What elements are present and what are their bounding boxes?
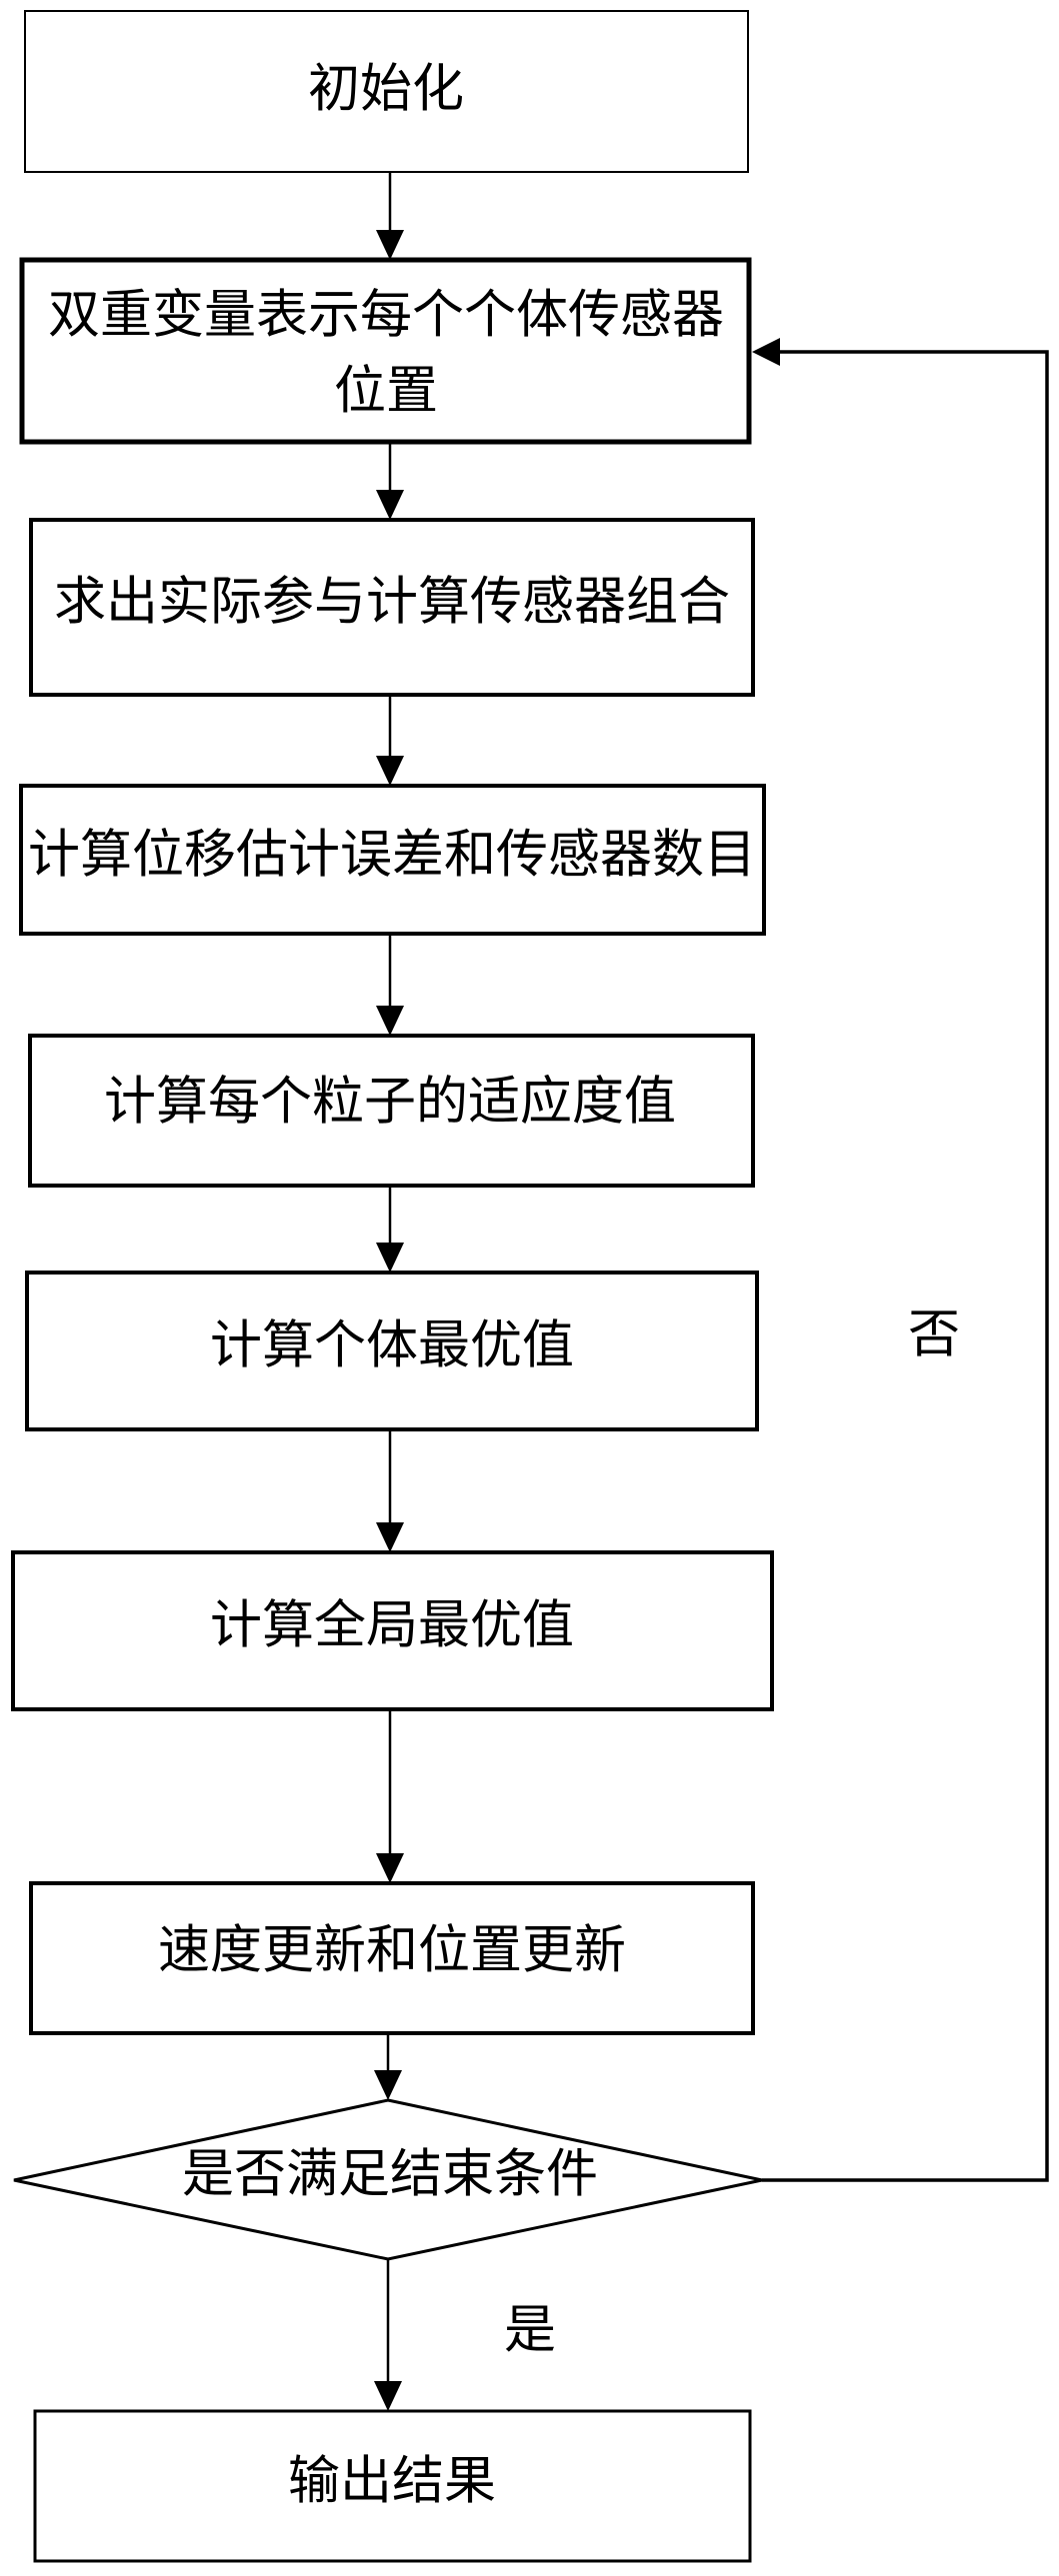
arrowhead-down-icon [374,2381,402,2411]
node-dual-variable-position: 双重变量表示每个个体传感器 位置 [19,257,752,445]
node-start: 初始化 [24,10,749,173]
arrowhead-down-icon [376,1522,404,1552]
edge-label-yes: 是 [504,2303,556,2360]
node-displacement-error: 计算位移估计误差和传感器数目 [19,784,766,936]
node-global-best: 计算全局最优值 [11,1550,774,1711]
arrowhead-down-icon [376,1243,404,1273]
node-label: 求出实际参与计算传感器组合 [54,575,730,632]
node-label: 速度更新和位置更新 [158,1923,626,1980]
arrowhead-down-icon [374,2070,402,2100]
arrowhead-down-icon [376,230,404,260]
arrowhead-down-icon [376,1006,404,1036]
feedback-loop-line [762,350,1049,2182]
node-label: 是否满足结束条件 [182,2147,598,2204]
process-box [11,1550,774,1711]
node-label: 计算个体最优值 [210,1318,574,1375]
process-box [28,1034,755,1188]
node-label: 计算每个粒子的适应度值 [104,1075,676,1132]
edges [374,172,1049,2411]
arrowhead-down-icon [376,756,404,786]
process-box [19,257,752,445]
node-label: 输出结果 [288,2454,496,2511]
node-sensor-combination: 求出实际参与计算传感器组合 [29,518,755,697]
node-label: 计算全局最优值 [210,1598,574,1655]
process-box [19,784,766,936]
arrowhead-down-icon [376,1853,404,1883]
node-velocity-position-update: 速度更新和位置更新 [29,1881,755,2035]
node-output-result: 输出结果 [33,2409,752,2563]
process-box [29,1881,755,2035]
node-label: 计算位移估计误差和传感器数目 [28,828,756,885]
process-box [24,10,749,173]
node-label-line2: 位置 [334,364,438,421]
node-particle-fitness: 计算每个粒子的适应度值 [28,1034,755,1188]
edge-label-no: 否 [908,1307,960,1364]
decision-diamond [13,2098,763,2261]
node-label-line1: 双重变量表示每个个体传感器 [48,288,724,345]
node-termination-check: 是否满足结束条件 [13,2098,763,2261]
node-personal-best: 计算个体最优值 [25,1271,759,1431]
process-box [29,518,755,697]
node-label: 初始化 [308,62,464,119]
process-box [33,2409,752,2563]
process-box [25,1271,759,1431]
arrowhead-down-icon [376,490,404,520]
arrowhead-left-icon [752,338,780,366]
